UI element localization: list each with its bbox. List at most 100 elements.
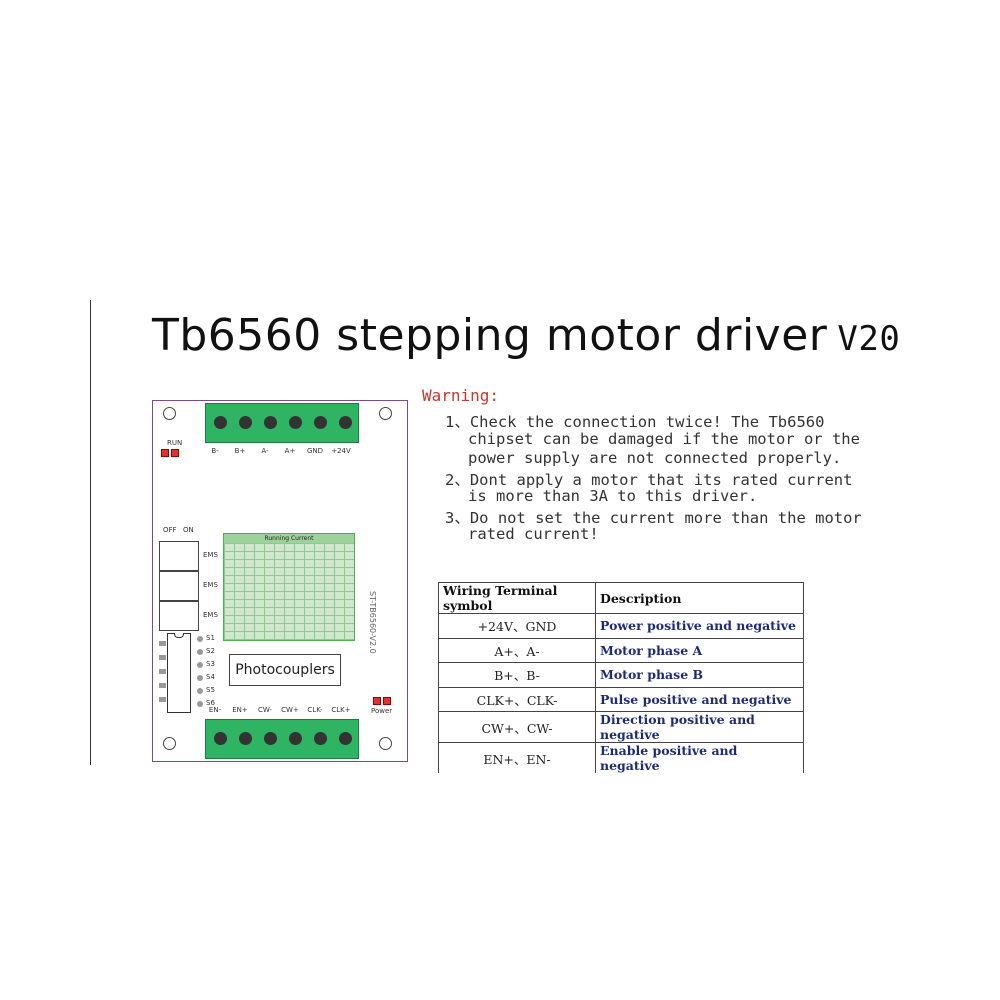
terminal-screw [289,732,302,745]
terminal-symbol: +24V、GND [438,613,596,639]
table-row: CLK+、CLK- Pulse positive and negative [438,687,804,712]
dip-off-label: OFF [163,526,177,534]
current-table-grid [224,543,354,640]
switch-label: S1 [206,634,215,642]
column-header-description: Description [595,582,804,614]
switch-dot [197,649,203,655]
terminal-symbol: CW+、CW- [438,711,596,743]
version-label: V20 [837,319,901,359]
run-led [161,449,169,457]
terminal-label: EN+ [232,706,248,714]
photocouplers-label: Photocouplers [229,654,341,686]
warning-line: rated current! [468,525,599,543]
warning-line: 1、Check the connection twice! The Tb6560 [445,413,825,431]
terminal-description: Direction positive and negative [595,711,804,743]
warning-line: 3、Do not set the current more than the m… [445,509,862,527]
mount-hole [163,407,176,420]
terminal-description: Motor phase A [595,638,804,663]
bottom-terminal-block [205,719,359,759]
terminal-screw [314,416,327,429]
dip-label: EMS [203,581,218,589]
table-row: A+、A- Motor phase A [438,638,804,663]
table-row: CW+、CW- Direction positive and negative [438,711,804,743]
switch-label: S4 [206,673,215,681]
power-led [383,697,391,705]
terminal-description: Power positive and negative [595,613,804,639]
terminal-screw [239,416,252,429]
terminal-screw [214,732,227,745]
terminal-screw [214,416,227,429]
terminal-screw [264,732,277,745]
terminal-screw [314,732,327,745]
title-text: Tb6560 stepping motor driver [152,310,828,361]
dip-label: EMS [203,611,218,619]
terminal-label: EN- [208,706,222,714]
ic-chip [167,633,191,713]
top-terminal-block [205,403,359,443]
terminal-label: CW- [257,706,273,714]
warning-line: is more than 3A to this driver. [468,487,758,505]
switch-dot [197,675,203,681]
terminal-screw [339,732,352,745]
switch-label: S2 [206,647,215,655]
mount-hole [379,407,392,420]
mount-hole [163,737,176,750]
driver-board: B- B+ A- A+ GND +24V RUN OFF ON EMS EMS … [152,400,408,762]
switch-dot [197,688,203,694]
terminal-screw [339,416,352,429]
table-header-row: Wiring Terminal symbol Description [438,582,804,614]
ic-pin [159,655,166,660]
warning-heading: Warning: [422,386,500,405]
terminal-label: A+ [284,447,296,455]
left-divider-line [90,300,91,765]
switch-dot [197,662,203,668]
terminal-screw [289,416,302,429]
mount-hole [379,737,392,750]
dip-label: EMS [203,551,218,559]
terminal-label: CW+ [281,706,299,714]
terminal-label: CLK+ [331,706,351,714]
dip-on-label: ON [183,526,194,534]
run-led [171,449,179,457]
warning-line: power supply are not connected properly. [468,449,842,467]
dip-switch [159,601,199,631]
column-header-symbol: Wiring Terminal symbol [438,582,596,614]
terminal-symbol: A+、A- [438,638,596,663]
wiring-terminal-table: Wiring Terminal symbol Description +24V、… [438,582,804,773]
terminal-label: B+ [234,447,246,455]
power-label: Power [371,707,393,715]
ic-pin [159,641,166,646]
terminal-label: A- [261,447,269,455]
dip-switch [159,571,199,601]
run-label: RUN [167,439,183,447]
terminal-symbol: EN+、EN- [438,742,596,773]
board-id-label: ST-TB6560-V2.0 [368,591,377,654]
switch-label: S5 [206,686,215,694]
terminal-symbol: CLK+、CLK- [438,687,596,712]
table-row: EN+、EN- Enable positive and negative [438,742,804,773]
terminal-symbol: B+、B- [438,662,596,688]
terminal-label: GND [306,447,324,455]
ic-pin [159,697,166,702]
terminal-screw [264,416,277,429]
table-row: B+、B- Motor phase B [438,662,804,688]
terminal-description: Pulse positive and negative [595,687,804,712]
current-table-title: Running Current [224,534,354,543]
warning-line: chipset can be damaged if the motor or t… [468,430,860,448]
terminal-description: Motor phase B [595,662,804,688]
switch-dot [197,636,203,642]
table-row: +24V、GND Power positive and negative [438,613,804,639]
switch-label: S3 [206,660,215,668]
switch-label: S6 [206,699,215,707]
terminal-label: CLK- [307,706,323,714]
ic-pin [159,683,166,688]
switch-dot [197,701,203,707]
current-setting-table: Running Current [223,533,355,641]
ic-pin [159,669,166,674]
dip-switch [159,541,199,571]
warning-line: 2、Dont apply a motor that its rated curr… [445,471,853,489]
terminal-screw [239,732,252,745]
terminal-label: +24V [331,447,351,455]
terminal-label: B- [211,447,219,455]
